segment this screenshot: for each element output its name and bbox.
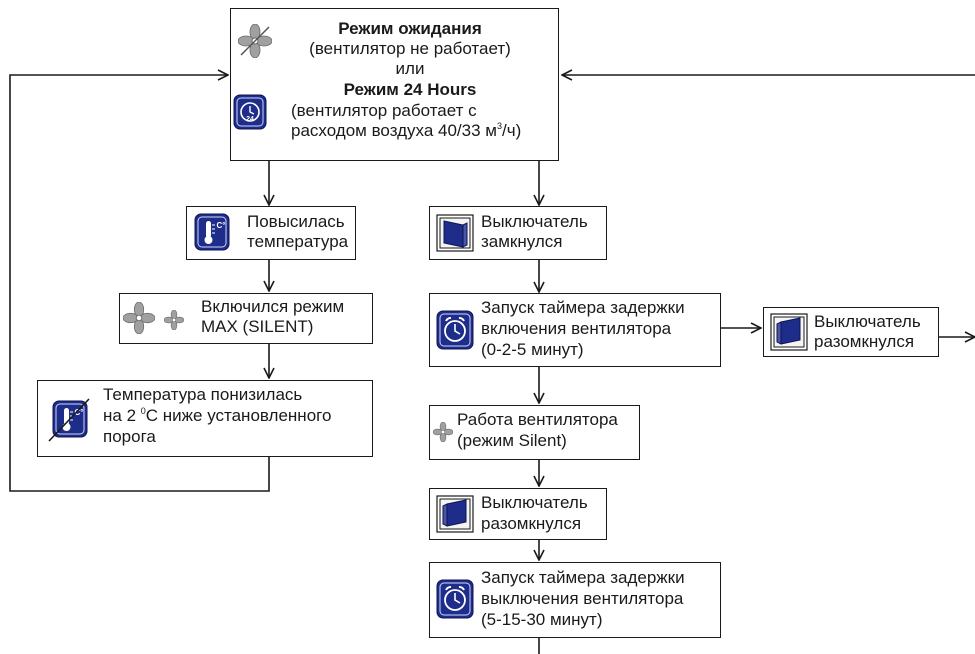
temp-drop-line2: на 2 0С ниже установленного bbox=[103, 406, 332, 425]
switch-opened-side-line2: разомкнулся bbox=[814, 332, 915, 351]
standby-24h-box bbox=[230, 8, 559, 161]
temp-drop-line3: порога bbox=[103, 427, 156, 446]
temp-rise-line2: температура bbox=[247, 232, 349, 251]
thermometer-icon: C° bbox=[194, 213, 230, 256]
timer-on-box bbox=[429, 293, 721, 367]
switch-opened-icon bbox=[436, 495, 474, 538]
fan-large-icon bbox=[122, 301, 156, 339]
max-mode-line1: Включился режим bbox=[201, 297, 345, 316]
timer-off-line2: выключения вентилятора bbox=[481, 589, 684, 608]
alarm-clock-icon bbox=[436, 310, 474, 355]
svg-text:24: 24 bbox=[246, 116, 254, 123]
fan-run-line2: (режим Silent) bbox=[457, 431, 567, 450]
alarm-clock-off-icon bbox=[436, 579, 474, 624]
fan-icon bbox=[237, 23, 273, 63]
or-label: или bbox=[395, 59, 425, 78]
mode-24h-line2: расходом воздуха 40/33 м3/ч) bbox=[291, 121, 522, 140]
timer-off-line1: Запуск таймера задержки bbox=[481, 568, 685, 587]
fan-run-box bbox=[429, 405, 640, 460]
timer-on-line2: включения вентилятора bbox=[481, 319, 672, 338]
temp-drop-line1: Температура понизилась bbox=[103, 385, 303, 404]
fan-silent-icon bbox=[432, 421, 454, 447]
timer-off-line3: (5-15-30 минут) bbox=[481, 610, 603, 629]
max-mode-box bbox=[119, 293, 373, 344]
switch-icon bbox=[436, 214, 474, 257]
mode-24h-line1: (вентилятор работает с bbox=[291, 101, 477, 120]
switch-opened-line1: Выключатель bbox=[481, 493, 588, 512]
temp-rise-line1: Повысилась bbox=[247, 212, 345, 231]
timer-on-line1: Запуск таймера задержки bbox=[481, 298, 685, 317]
temp-drop-box bbox=[37, 380, 373, 457]
switch-side-icon bbox=[770, 313, 808, 356]
switch-closed-line2: замкнулся bbox=[481, 232, 563, 251]
timer-on-line3: (0-2-5 минут) bbox=[481, 340, 584, 359]
max-mode-line2: MAX (SILENT) bbox=[201, 317, 314, 336]
svg-text:C°: C° bbox=[217, 221, 226, 230]
svg-text:C°: C° bbox=[75, 408, 84, 417]
clock-24-icon: 24 bbox=[233, 94, 267, 135]
loop-back-left bbox=[9, 75, 270, 492]
switch-opened-line2: разомкнулся bbox=[481, 514, 582, 533]
standby-description: (вентилятор не работает) bbox=[309, 39, 511, 58]
switch-closed-line1: Выключатель bbox=[481, 212, 588, 231]
switch-opened-side-line1: Выключатель bbox=[814, 312, 921, 331]
standby-title: Режим ожидания bbox=[338, 19, 482, 38]
timer-off-box bbox=[429, 562, 721, 638]
mode-24h-title: Режим 24 Hours bbox=[343, 80, 477, 99]
fan-run-line1: Работа вентилятора bbox=[457, 410, 618, 429]
fan-small-icon bbox=[163, 309, 185, 335]
thermometer-crossed-icon: C° bbox=[48, 398, 90, 447]
